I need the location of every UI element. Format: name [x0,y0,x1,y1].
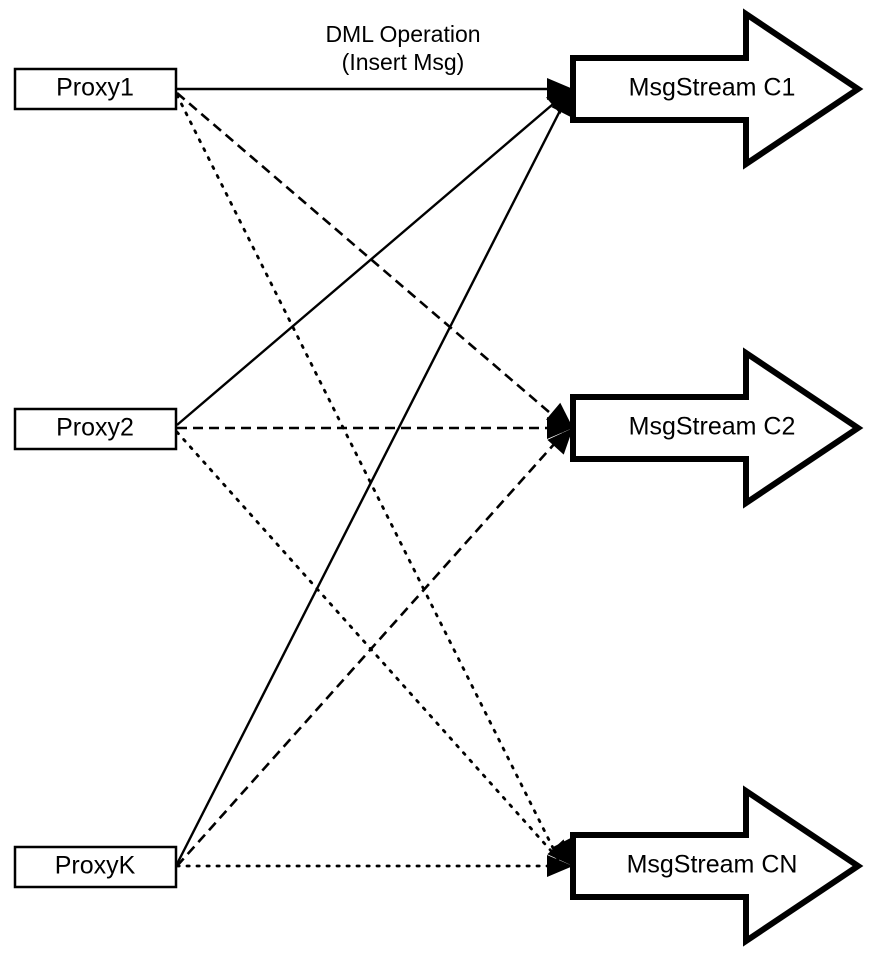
msgstream-label: MsgStream CN [627,851,798,879]
proxy-label: Proxy1 [56,74,134,102]
proxy-box-rect [13,845,178,889]
link-proxy1-to-stream_cn [175,93,562,864]
connector-links [175,87,570,868]
arrowheads [546,78,573,877]
link-proxyK-to-stream_c2 [176,432,565,867]
proxy-box-rect [13,67,178,111]
link-proxy2-to-stream_cn [175,430,563,864]
msgstream-arrow-shape [570,347,864,509]
msgstream-arrow-shape [570,8,864,170]
arrowhead-proxy1-to-stream_c1 [547,78,573,100]
link-proxyK-to-stream_c1 [175,94,570,865]
proxy-label: Proxy2 [56,414,134,442]
msgstream-nodes: MsgStream C1 MsgStream C2 MsgStream CN [570,8,864,947]
proxy-node-proxy2[interactable]: Proxy2 [13,407,178,451]
msgstream-node-stream_c1[interactable]: MsgStream C1 [570,8,864,170]
proxy-node-proxyK[interactable]: ProxyK [13,845,178,889]
arrowhead-proxyK-to-stream_c2 [547,428,573,455]
arrowhead-proxyK-to-stream_cn [547,855,573,877]
proxy-label: ProxyK [55,852,136,880]
dml-operation-label-line2: (Insert Msg) [342,49,465,75]
arrowhead-proxy2-to-stream_cn [547,839,573,866]
msgstream-arrow-shape [570,785,864,947]
link-proxy1-to-stream_c2 [176,92,564,425]
proxy-node-proxy1[interactable]: Proxy1 [13,67,178,111]
msgstream-label: MsgStream C1 [629,74,796,102]
proxy-box-rect [13,407,178,451]
arrowhead-proxy2-to-stream_c2 [547,417,573,439]
dml-operation-label: DML Operation (Insert Msg) [325,21,480,75]
dml-operation-label-line1: DML Operation [325,21,480,47]
arrowhead-proxyK-to-stream_c1 [551,89,573,118]
link-proxy2-to-stream_c1 [176,92,567,426]
msgstream-node-stream_c2[interactable]: MsgStream C2 [570,347,864,509]
msgstream-node-stream_cn[interactable]: MsgStream CN [570,785,864,947]
msgstream-label: MsgStream C2 [629,413,796,441]
